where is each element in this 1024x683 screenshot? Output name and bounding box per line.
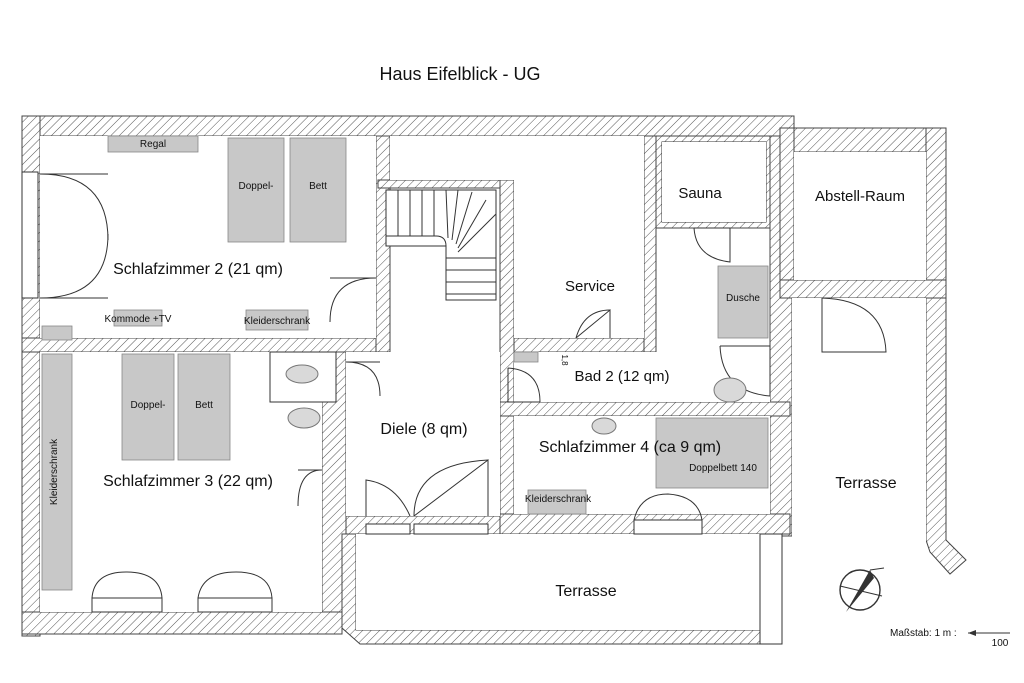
- scale-label: Maßstab: 1 m :: [890, 628, 957, 639]
- furniture-label-doppel-2: Doppel-: [130, 400, 165, 411]
- sanitary-fixtures: [269, 351, 747, 435]
- room-label-diele: Diele (8 qm): [380, 421, 467, 438]
- room-label-bad2: Bad 2 (12 qm): [574, 368, 669, 385]
- furniture-label-bett-2: Bett: [195, 400, 213, 411]
- scale-indicator: [968, 630, 1010, 636]
- room-label-terrasse-right: Terrasse: [835, 475, 896, 492]
- room-label-sauna: Sauna: [678, 185, 722, 202]
- furniture-label-doppel-1: Doppel-: [238, 181, 273, 192]
- furniture-label-kleiderschrank-vertical: Kleiderschrank: [49, 438, 60, 505]
- room-label-terrasse-bottom: Terrasse: [555, 583, 616, 600]
- furniture-label-kleiderschrank-1: Kleiderschrank: [244, 316, 311, 327]
- furniture-label-doppelbett-140: Doppelbett 140: [689, 463, 757, 474]
- room-label-schlafzimmer4: Schlafzimmer 4 (ca 9 qm): [539, 439, 721, 456]
- doors: [39, 173, 887, 517]
- room-label-abstell-raum: Abstell-Raum: [815, 188, 905, 205]
- furniture-label-kommode: Kommode +TV: [105, 314, 172, 325]
- furniture-label-small-mark: 1,8: [560, 354, 569, 366]
- furniture-label-regal: Regal: [140, 139, 166, 150]
- staircase: [385, 189, 497, 301]
- room-label-service: Service: [565, 278, 615, 295]
- room-label-schlafzimmer2: Schlafzimmer 2 (21 qm): [113, 261, 283, 278]
- furniture-label-kleiderschrank-2: Kleiderschrank: [525, 494, 592, 505]
- scale-value: 100: [992, 638, 1009, 649]
- compass-icon: [839, 567, 885, 612]
- windows: [21, 171, 783, 645]
- furniture-label-dusche: Dusche: [726, 293, 760, 304]
- furniture-shapes: [41, 135, 769, 591]
- room-label-schlafzimmer3: Schlafzimmer 3 (22 qm): [103, 473, 273, 490]
- plan-title: Haus Eifelblick - UG: [379, 64, 540, 84]
- furniture-label-bett-1: Bett: [309, 181, 327, 192]
